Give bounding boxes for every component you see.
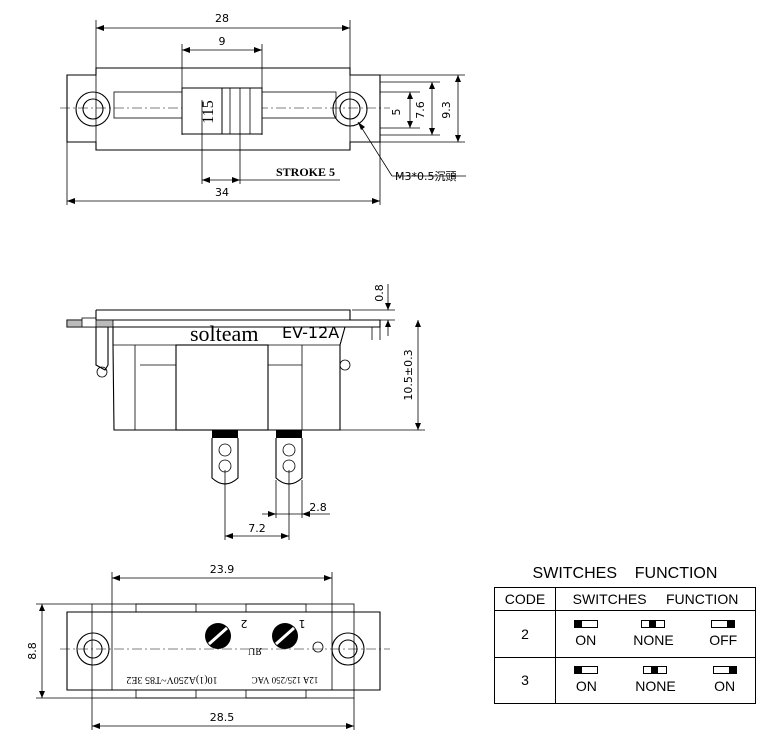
row-states: ON NONE ON <box>555 656 756 704</box>
screw-callout: M3*0.5沉頭 <box>395 170 456 183</box>
ul-mark: ЯU <box>247 645 262 656</box>
dim-7-6-label: 7.6 <box>414 101 427 119</box>
switch-icon <box>712 666 737 675</box>
header-function: FUNCTION <box>666 591 739 607</box>
header-switches: SWITCHES <box>572 591 647 607</box>
rating-text-1: 12A 125/250 VAC <box>252 675 319 685</box>
cert-mark-icon <box>312 641 324 653</box>
header-switches-function: SWITCHES FUNCTION <box>555 587 756 611</box>
switch-state: ON <box>712 666 737 695</box>
state-label: NONE <box>635 678 676 695</box>
screw-1 <box>272 623 298 649</box>
table-row: 2 ON NONE OFF <box>494 610 756 658</box>
dim-28-5-label: 28.5 <box>210 711 235 724</box>
row-code: 2 <box>494 610 556 658</box>
switch-icon <box>711 619 736 628</box>
switch-icon <box>641 619 666 628</box>
switch-state: NONE <box>635 666 676 695</box>
state-label: NONE <box>633 631 674 648</box>
screw-2 <box>205 623 231 649</box>
dim-23-9-label: 23.9 <box>210 563 235 576</box>
function-table: CODE SWITCHES FUNCTION 2 ON NONE OFF <box>494 587 756 704</box>
state-label: ON <box>575 678 597 695</box>
switch-state: ON <box>574 666 599 695</box>
slider-marking: 115 <box>200 100 217 123</box>
dim-0-8-label: 0.8 <box>373 284 386 302</box>
switch-state: OFF <box>709 619 738 648</box>
dim-2-8-label: 2.8 <box>309 501 327 514</box>
dim-10-5-label: 10.5±0.3 <box>402 349 415 400</box>
dim-9-3-label: 9.3 <box>440 101 453 119</box>
dim-8-8-label: 8.8 <box>26 642 39 660</box>
switch-icon <box>643 666 668 675</box>
state-label: OFF <box>709 631 738 648</box>
dim-28-label: 28 <box>215 12 229 25</box>
rating-text-2: 10(1)A250V~T85 3E2 <box>126 674 217 685</box>
dim-7-2-label: 7.2 <box>248 522 266 535</box>
header-code: CODE <box>494 587 556 611</box>
terminal-1-label: 1 <box>299 617 306 630</box>
side-view: solteam EV-12A 0.8 10.5±0.3 <box>66 284 425 540</box>
bottom-view: 23.9 2 1 ЯU 10(1)A250V~T85 3E2 12A 125/2… <box>26 563 390 730</box>
dim-9-label: 9 <box>219 35 226 48</box>
dim-34-label: 34 <box>215 186 229 199</box>
switch-state: ON <box>573 619 598 648</box>
state-label: ON <box>714 678 736 695</box>
model-label: EV-12A <box>282 323 339 342</box>
function-table-header: CODE SWITCHES FUNCTION <box>494 587 756 611</box>
switch-icon <box>574 666 599 675</box>
dim-5-label: 5 <box>390 109 403 116</box>
brand-label: solteam <box>190 321 258 346</box>
state-label: ON <box>575 631 597 648</box>
function-table-title: SWITCHES FUNCTION <box>532 565 718 582</box>
row-code: 3 <box>494 656 556 704</box>
terminal-2-label: 2 <box>241 617 248 630</box>
switch-icon <box>573 619 598 628</box>
stroke-label: STROKE 5 <box>276 165 335 179</box>
switch-state: NONE <box>633 619 674 648</box>
table-row: 3 ON NONE ON <box>494 656 756 704</box>
top-view: 28 9 115 <box>60 12 466 205</box>
row-states: ON NONE OFF <box>555 610 756 658</box>
